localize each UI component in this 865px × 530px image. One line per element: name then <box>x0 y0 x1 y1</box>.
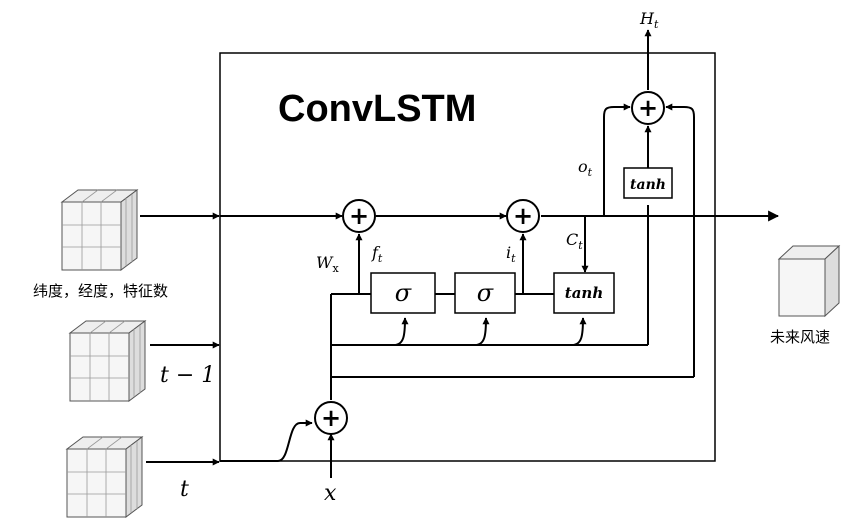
sigma-gate-1: σ <box>370 272 436 314</box>
plus-symbol: + <box>321 403 341 432</box>
output-label: 未来风速 <box>770 328 830 346</box>
feed-to-tanh <box>571 317 587 346</box>
ft-label: ft <box>371 243 383 265</box>
diagram-title: ConvLSTM <box>278 88 476 130</box>
svg-text:ot: ot <box>578 157 593 179</box>
x-label: x <box>324 481 337 506</box>
plus-symbol: + <box>513 201 533 230</box>
ot-label: ot <box>578 157 593 179</box>
feed-to-sigma2 <box>474 317 490 346</box>
ht-base: H <box>639 9 655 28</box>
it-base: i <box>506 243 511 262</box>
plus-node-2: + <box>506 199 540 233</box>
sigma2-label: σ <box>477 279 494 307</box>
ft-base: f <box>371 243 381 262</box>
ct-label: Ct <box>566 230 583 252</box>
ht-sub: t <box>654 18 659 31</box>
t-input-path <box>220 419 313 462</box>
sigma-gate-2: σ <box>454 272 516 314</box>
plus-node-input: + <box>314 401 348 435</box>
ht-label: Ht <box>639 9 659 31</box>
feed-to-plus-right <box>665 103 695 377</box>
ft-sub: t <box>378 252 383 265</box>
svg-text:Wx: Wx <box>316 253 339 275</box>
it-label: it <box>506 243 516 265</box>
ot-sub: t <box>588 166 593 179</box>
ct-base: C <box>566 230 578 249</box>
svg-text:Ct: Ct <box>566 230 583 252</box>
tanh-mid-label: tanh <box>565 284 603 302</box>
wx-label: Wx <box>316 253 339 275</box>
convlstm-cell-box <box>219 52 716 462</box>
t-label: t <box>180 477 189 502</box>
input-grid-cube-1 <box>60 189 139 271</box>
plus-symbol: + <box>638 93 658 122</box>
wx-base: W <box>316 253 334 272</box>
svg-text:Ht: Ht <box>639 9 659 31</box>
tanh-top-label: tanh <box>630 177 666 193</box>
ot-path <box>603 103 631 216</box>
tanh-gate-mid: tanh <box>553 272 615 314</box>
t-minus-1-label: t − 1 <box>160 363 215 388</box>
svg-text:it: it <box>506 243 516 265</box>
output-cube <box>777 244 841 318</box>
input-grid-cube-3 <box>65 436 144 518</box>
feed-to-sigma1 <box>393 317 409 346</box>
ot-base: o <box>578 157 588 176</box>
grid-caption: 纬度，经度，特征数 <box>33 282 168 300</box>
ct-sub: t <box>578 239 583 252</box>
tanh-gate-top: tanh <box>623 167 673 199</box>
plus-node-output: + <box>631 91 665 125</box>
svg-text:ft: ft <box>371 243 383 265</box>
input-grid-cube-2 <box>68 320 147 402</box>
plus-node-1: + <box>342 199 376 233</box>
it-sub: t <box>511 252 516 265</box>
sigma1-label: σ <box>395 279 412 307</box>
wx-sub: x <box>332 262 339 275</box>
plus-symbol: + <box>349 201 369 230</box>
